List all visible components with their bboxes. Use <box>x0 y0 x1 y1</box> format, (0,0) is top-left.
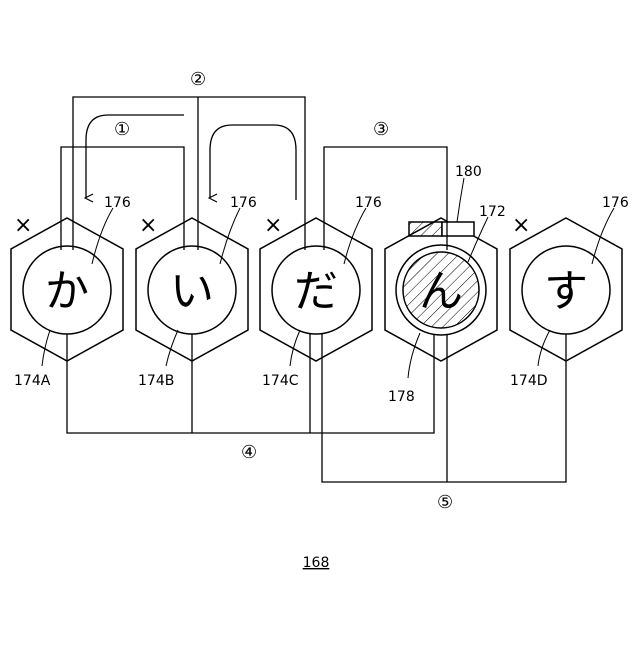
connection-4 <box>67 334 434 433</box>
step-label-5: ⑤ <box>437 492 453 513</box>
step-label-4: ④ <box>241 442 257 463</box>
tile-char-1: か <box>45 266 89 317</box>
arrow-2 <box>210 125 296 200</box>
tile-char-5: す <box>544 266 588 317</box>
ref-label-4: 172 <box>479 204 506 220</box>
tile-label-2: 174B <box>138 373 174 389</box>
bar-180-hatched <box>409 222 442 236</box>
x-mark-2: × <box>139 213 157 238</box>
tile-char-3: だ <box>294 266 338 317</box>
ref-label-3: 176 <box>355 195 382 211</box>
x-mark-1: × <box>14 213 32 238</box>
step-label-3: ③ <box>373 119 389 140</box>
leader-180 <box>457 178 464 222</box>
x-mark-3: × <box>264 213 282 238</box>
bar-ref-label: 180 <box>455 164 482 180</box>
ref-label-1: 176 <box>104 195 131 211</box>
connection-5 <box>322 334 566 482</box>
figure-number: 168 <box>303 555 330 571</box>
leader-178 <box>408 333 420 378</box>
arrow-1 <box>86 115 184 198</box>
leader-176-5 <box>592 208 614 264</box>
tile-char-4: ん <box>419 266 463 317</box>
tile-label-4: 178 <box>388 389 415 405</box>
x-mark-5: × <box>512 213 530 238</box>
tile-label-3: 174C <box>262 373 299 389</box>
ref-label-2: 176 <box>230 195 257 211</box>
tile-label-1: 174A <box>14 373 51 389</box>
tile-label-5: 174D <box>510 373 548 389</box>
step-label-1: ① <box>114 119 130 140</box>
tile-char-2: い <box>170 266 214 317</box>
ref-label-5: 176 <box>602 195 629 211</box>
step-label-2: ② <box>190 69 206 90</box>
